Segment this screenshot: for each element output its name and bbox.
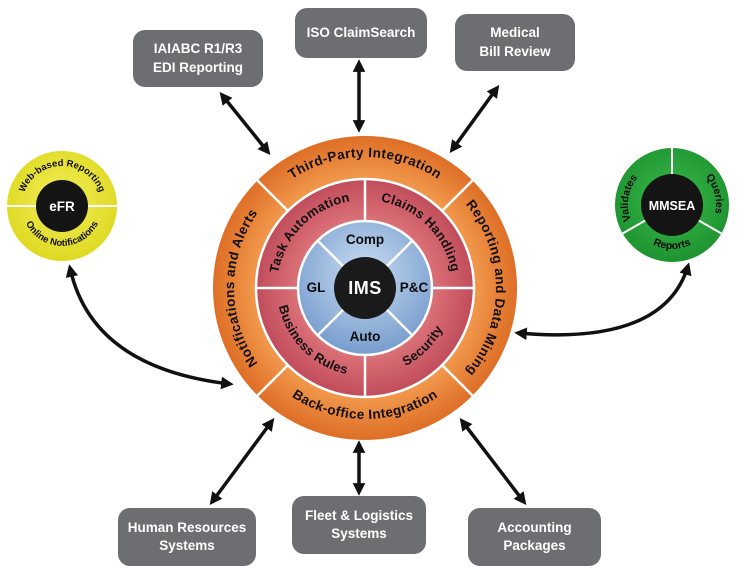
quadrant-label-comp: Comp <box>346 232 384 247</box>
arrow-medical-wheel <box>449 84 500 154</box>
ims-wheel: Third-Party Integration Reporting and Da… <box>213 136 517 440</box>
box-iso-claimsearch: ISO ClaimSearch <box>295 8 427 58</box>
efr-hub-label: eFR <box>49 199 75 214</box>
box-iaiabc-edi-reporting: IAIABC R1/R3 EDI Reporting <box>133 30 263 87</box>
quadrant-label-pc: P&C <box>400 280 429 295</box>
arrow-efr-wheel <box>65 264 234 390</box>
mmsea-hub-label: MMSEA <box>649 199 696 213</box>
mmsea-dividers <box>622 148 722 235</box>
box-iso-claimsearch-line1: ISO ClaimSearch <box>306 24 416 40</box>
efr-satellite: Web-based Reporting Online Notifications… <box>7 151 117 261</box>
ring-dividers <box>256 179 474 397</box>
arrow-iaiabc-wheel <box>219 92 271 155</box>
box-human-resources-systems: Human Resources Systems <box>118 508 256 566</box>
mmsea-satellite: Validates Queries Reports MMSEA <box>615 148 729 262</box>
box-iaiabc-line1: IAIABC R1/R3 <box>153 41 243 57</box>
box-fleet-line2: Systems <box>331 526 387 541</box>
mmsea-arc-reports-text: Reports <box>652 236 693 252</box>
box-medical-line1: Medical <box>490 25 540 41</box>
mmsea-arc-reports: Reports <box>652 236 693 252</box>
box-accounting-packages: Accounting Packages <box>468 508 601 566</box>
box-medical-line2: Bill Review <box>479 43 551 59</box>
arrow-hr-wheel <box>209 417 275 506</box>
arrow-mmsea-wheel <box>514 262 692 341</box>
mmsea-hub <box>641 174 703 236</box>
box-accounting-line2: Packages <box>503 538 566 553</box>
box-fleet-logistics-systems: Fleet & Logistics Systems <box>292 496 426 554</box>
arrow-accounting-wheel <box>459 417 527 506</box>
quadrant-label-auto: Auto <box>350 329 381 344</box>
efr-hub <box>36 180 88 232</box>
ims-hub <box>334 257 396 319</box>
ims-hub-label: IMS <box>348 278 382 298</box>
box-medical-bill-review: Medical Bill Review <box>455 14 575 71</box>
box-accounting-line1: Accounting <box>497 519 572 535</box>
box-iaiabc-line2: EDI Reporting <box>153 59 243 75</box>
connector-arrows <box>65 59 692 506</box>
box-hr-line1: Human Resources <box>127 519 247 535</box>
box-fleet-line1: Fleet & Logistics <box>304 507 414 523</box>
quadrant-label-gl: GL <box>307 280 326 295</box>
box-hr-line2: Systems <box>159 538 215 553</box>
